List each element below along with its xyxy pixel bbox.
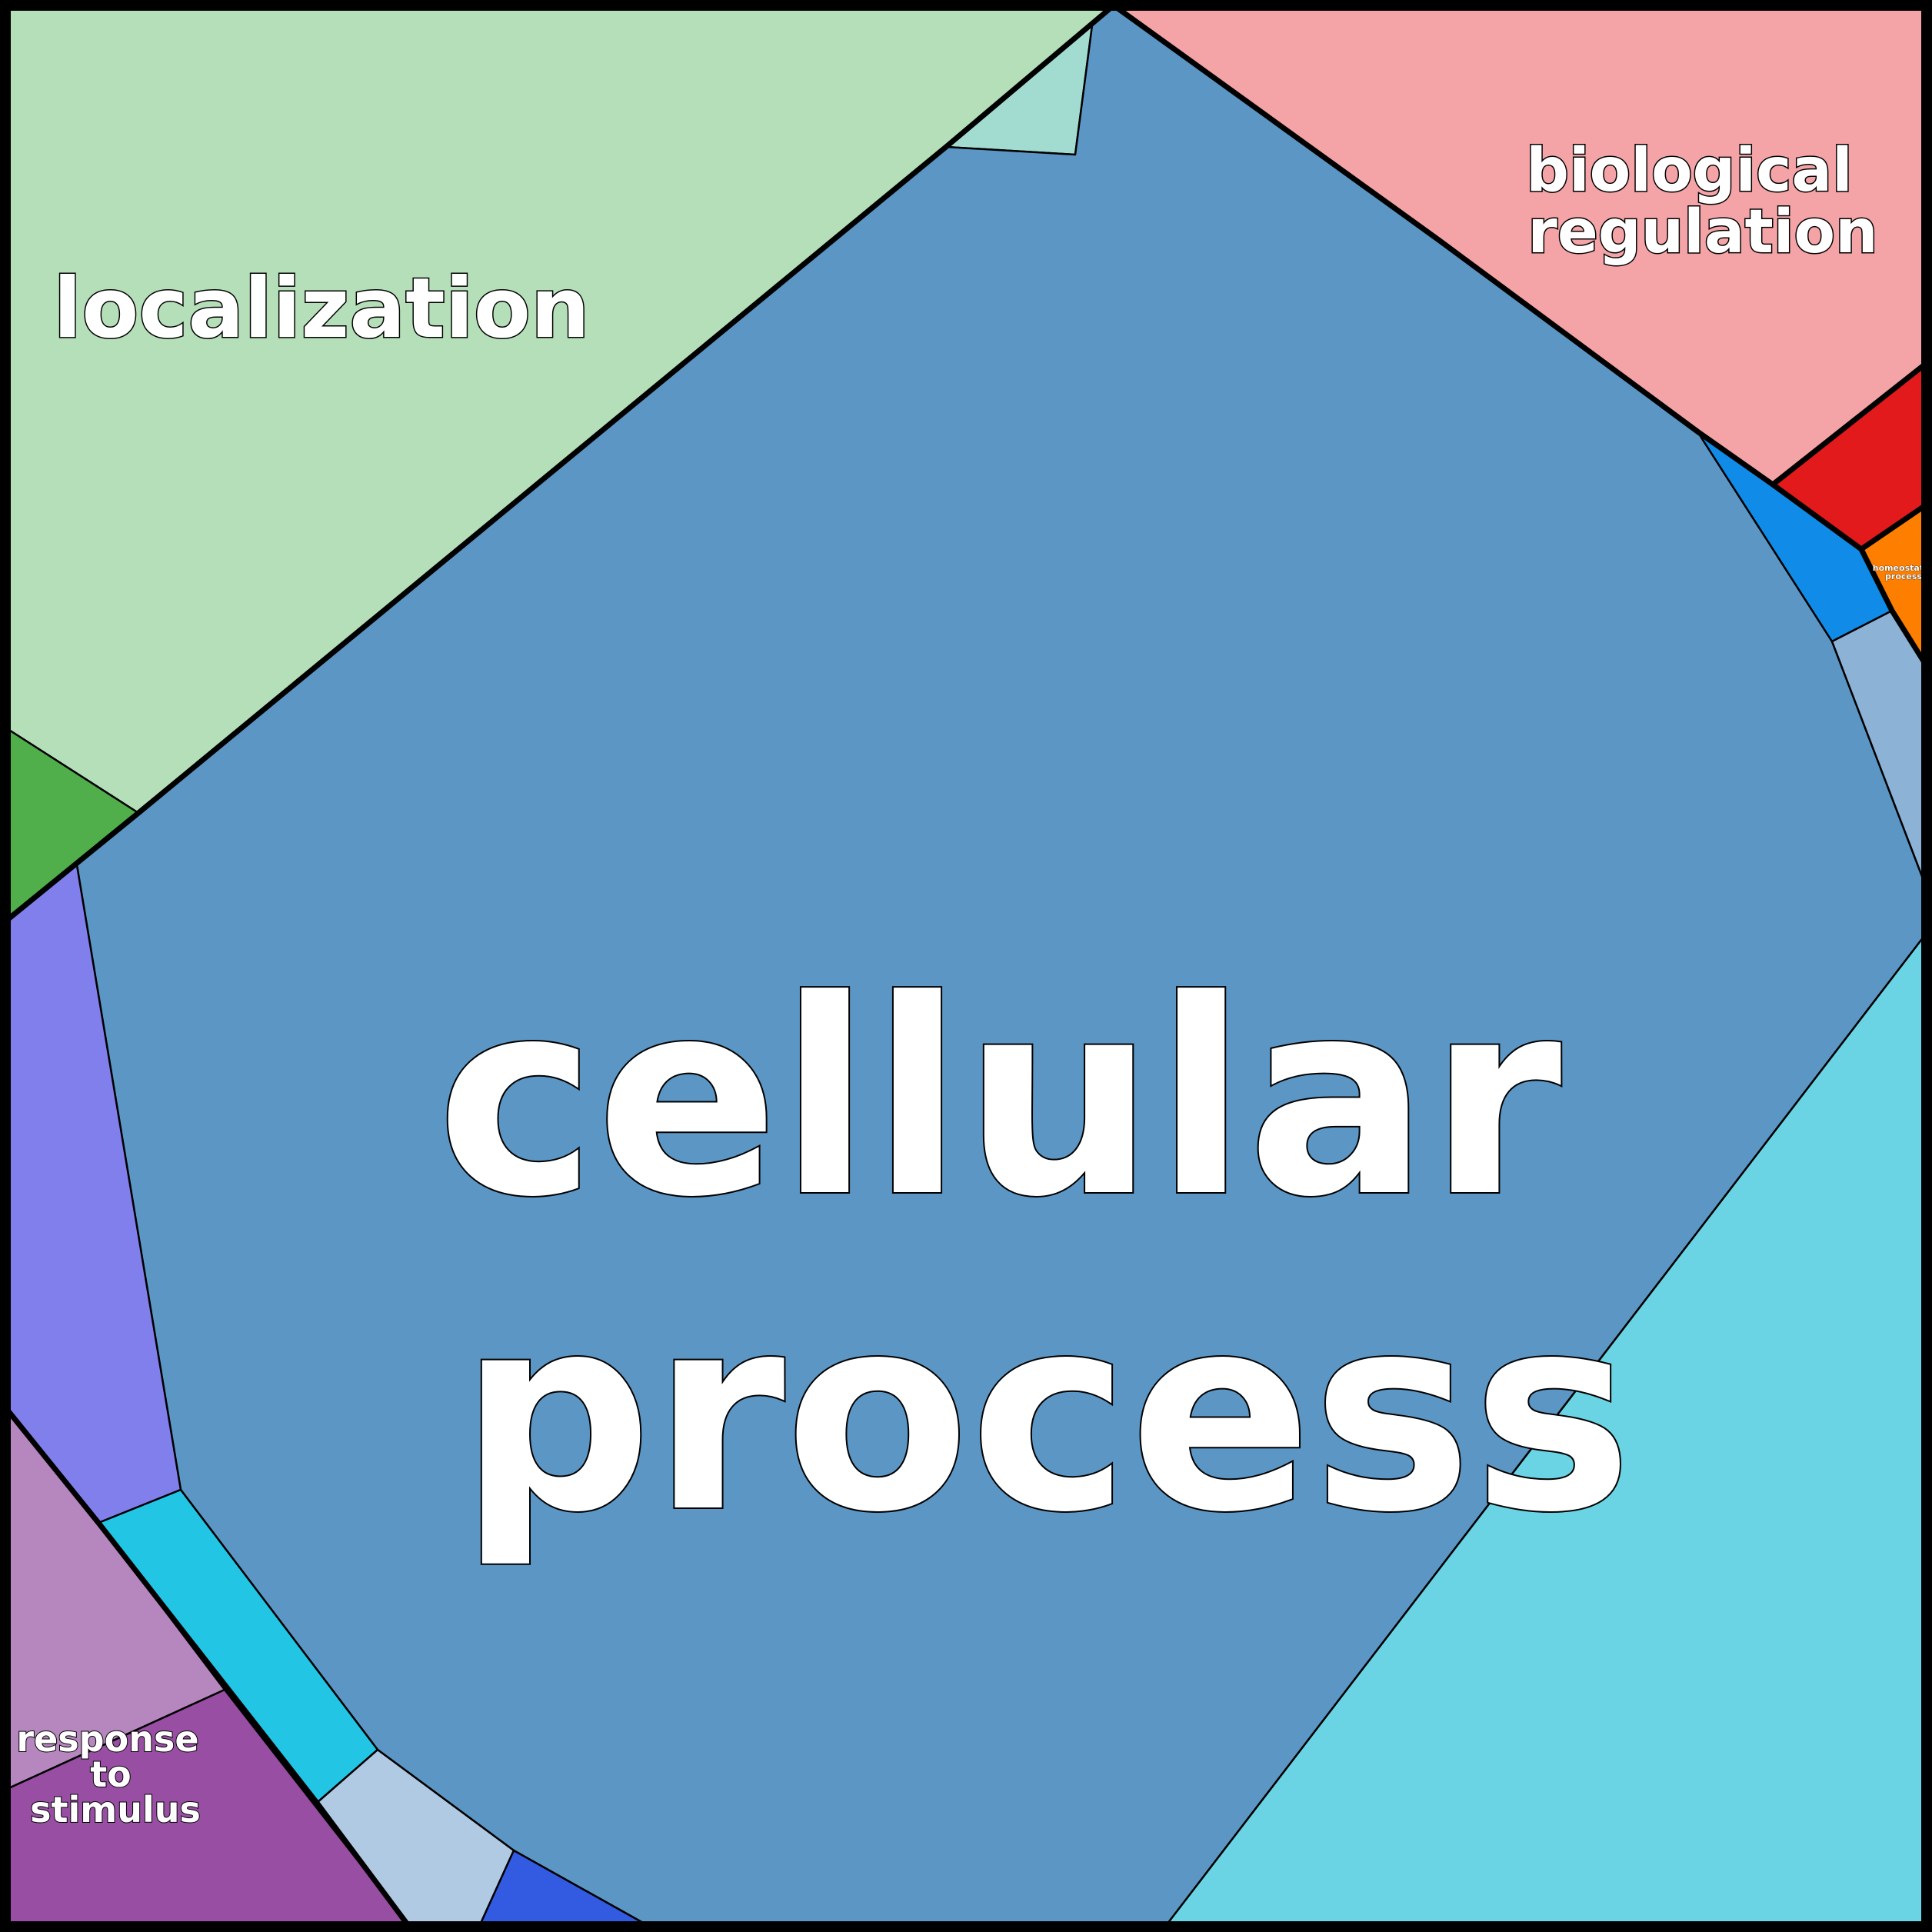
label-response-to-stimulus: response to stimulus [16,1718,211,1830]
label-response-to-stimulus-line-1: response [16,1718,198,1760]
label-cellular-process-line-2: process [459,1257,1632,1571]
label-homeostatic-process-line-2: process [1885,571,1922,581]
label-localization: localization [53,261,590,357]
label-biological-regulation-line-1: biological [1526,136,1853,205]
label-localization-line-1: localization [53,261,590,357]
label-homeostatic-process: homeostatic process [1873,563,1932,581]
label-homeostatic-process-line-1: homeostatic [1873,563,1932,573]
label-biological-regulation: biological regulation [1526,136,1878,267]
group-border-localization [3,3,1116,924]
label-cellular-process-line-1: cellular [437,942,1564,1256]
label-cellular-process: cellular process [437,942,1656,1571]
group-border-response [3,1405,411,1929]
group-border-regulation [1111,3,1928,552]
group-border-homeostatic [1858,548,1929,668]
group-border-regulation-red [1770,361,1929,487]
label-response-to-stimulus-line-2: to [90,1754,132,1795]
label-response-to-stimulus-line-3: stimulus [30,1789,201,1830]
label-biological-regulation-line-2: regulation [1527,198,1877,267]
